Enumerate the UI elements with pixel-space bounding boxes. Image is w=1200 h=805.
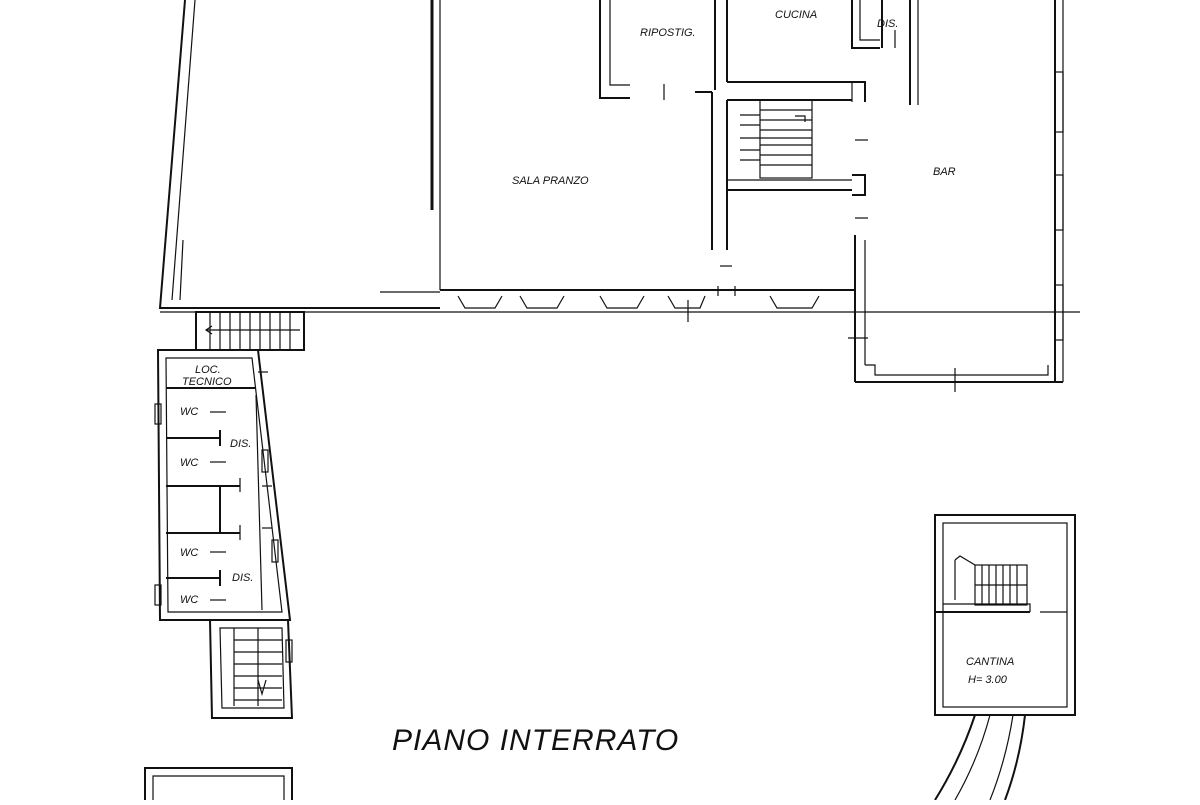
dis-top-walls: [851, 0, 919, 105]
left-hall-walls: [158, 0, 441, 309]
lower-staircase: [208, 619, 294, 719]
bar-walls: [848, 0, 1080, 392]
room-label-dis-2: DIS.: [232, 572, 253, 584]
room-label-cantina-height: H= 3.00: [968, 674, 1008, 686]
room-label-loc-tecnico-line2: TECNICO: [182, 376, 232, 388]
room-label-cantina: CANTINA: [966, 656, 1014, 668]
room-label-wc-4: WC: [180, 594, 198, 606]
room-label-loc-tecnico-line1: LOC.: [195, 364, 221, 376]
sala-pranzo-walls: [160, 265, 860, 322]
room-label-wc-1: WC: [180, 406, 198, 418]
ripostiglio-walls: [599, 0, 716, 100]
room-label-dis-top: DIS.: [877, 18, 898, 30]
room-label-wc-2: WC: [180, 457, 198, 469]
wc-wing-walls: [154, 349, 292, 621]
room-label-bar: BAR: [933, 166, 956, 178]
central-staircase: [740, 99, 813, 179]
cucina-walls: [697, 0, 868, 250]
floor-title: PIANO INTERRATO: [392, 724, 679, 757]
room-label-cucina: CUCINA: [775, 9, 817, 21]
room-label-ripostiglio: RIPOSTIG.: [640, 27, 696, 39]
external-staircase: [195, 311, 305, 351]
room-label-wc-3: WC: [180, 547, 198, 559]
room-label-sala-pranzo: SALA PRANZO: [512, 175, 589, 187]
cantina-walls: [934, 514, 1076, 801]
room-label-dis-1: DIS.: [230, 438, 251, 450]
lower-left-block: [144, 767, 293, 800]
